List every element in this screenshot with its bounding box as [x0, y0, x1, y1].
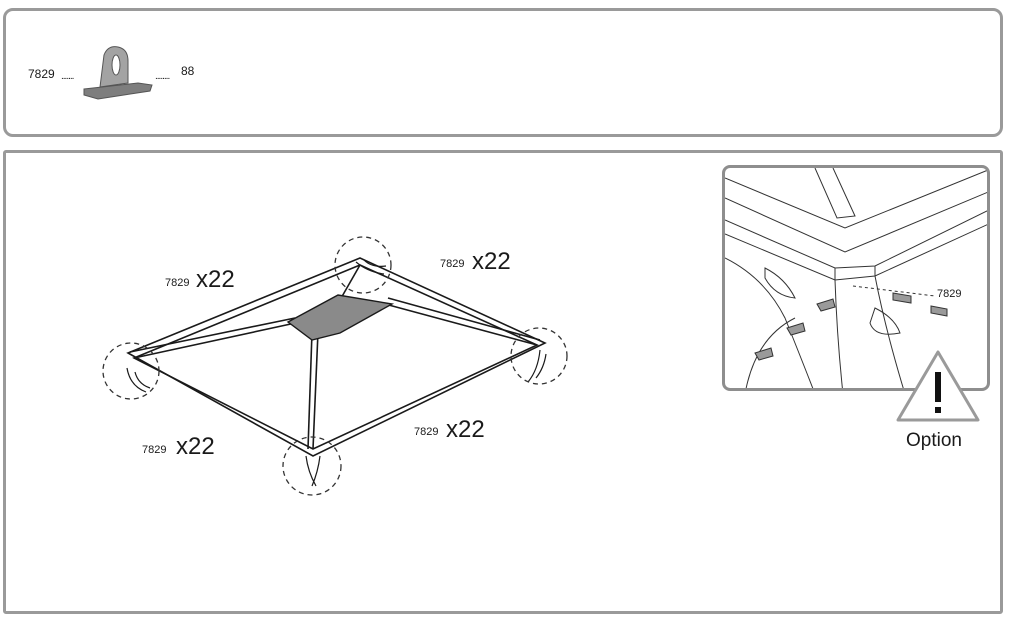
callout-qty-bottom-left: x22	[176, 433, 215, 460]
callout-qty-top-right: x22	[472, 248, 511, 275]
leader-dots-left: .......	[61, 71, 74, 82]
part-count-label: 88	[181, 64, 195, 78]
detail-circle-top	[334, 236, 392, 294]
inset-clip-2	[786, 322, 806, 336]
inset-clip-4	[892, 292, 912, 304]
roof-cap	[286, 294, 395, 341]
callout-code-bottom-left: 7829	[142, 444, 167, 456]
detail-circle-bottom	[282, 436, 342, 496]
callout-qty-top-left: x22	[196, 266, 235, 293]
detail-inset: 7829	[722, 165, 990, 391]
callout-code-top-left: 7829	[165, 277, 190, 289]
inset-part-code: 7829	[937, 288, 962, 300]
corner-bracket-left	[126, 367, 151, 393]
corner-bracket-bottom	[305, 455, 321, 487]
detail-circle-left	[102, 342, 160, 400]
inset-clip-5	[930, 305, 948, 317]
option-label: Option	[906, 430, 962, 451]
corner-bracket-right	[527, 349, 547, 383]
clip-bracket-icon	[83, 46, 153, 100]
callout-code-top-right: 7829	[440, 258, 465, 270]
callout-code-bottom-right: 7829	[414, 426, 439, 438]
corner-bracket-top	[355, 259, 387, 275]
inset-drawing	[725, 168, 987, 388]
callout-qty-bottom-right: x22	[446, 416, 485, 443]
inset-clip-1	[754, 347, 774, 361]
inset-clip-3	[816, 298, 836, 312]
part-code-label: 7829	[28, 67, 55, 81]
detail-circle-right	[510, 327, 568, 385]
leader-dots-right: ........	[155, 71, 170, 82]
parts-panel: 7829 ....... ........ 88	[3, 8, 1003, 137]
